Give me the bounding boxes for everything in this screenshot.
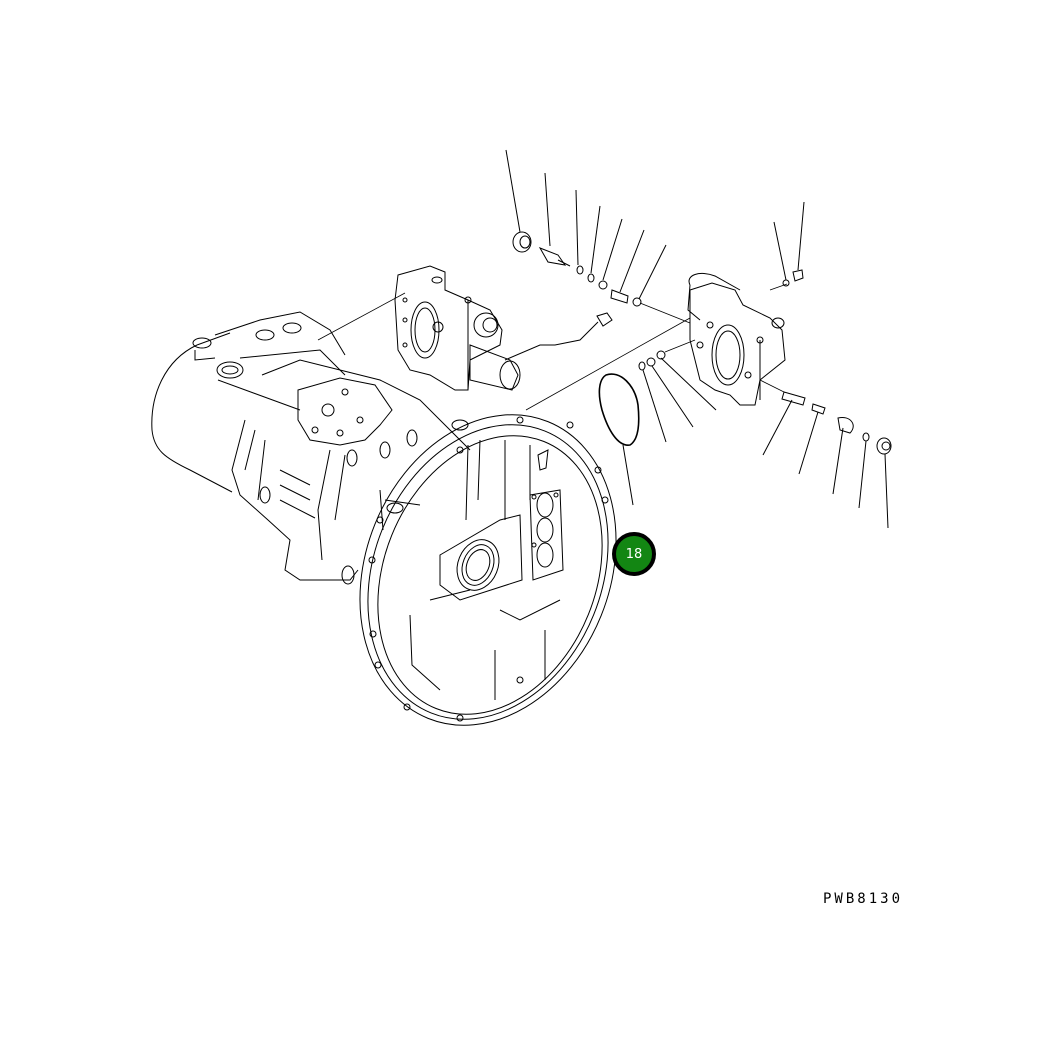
o-ring-part-18 [598, 373, 640, 446]
pump-body-drawing [151, 311, 471, 585]
drawing-code-label: PWB8130 [823, 891, 904, 907]
regulator-assembly-drawing [394, 265, 613, 391]
callout-badge-18[interactable]: 18 [612, 532, 656, 576]
mounting-flange-drawing [359, 414, 617, 726]
small-parts-drawing [512, 231, 892, 455]
leader-lines [317, 149, 889, 529]
